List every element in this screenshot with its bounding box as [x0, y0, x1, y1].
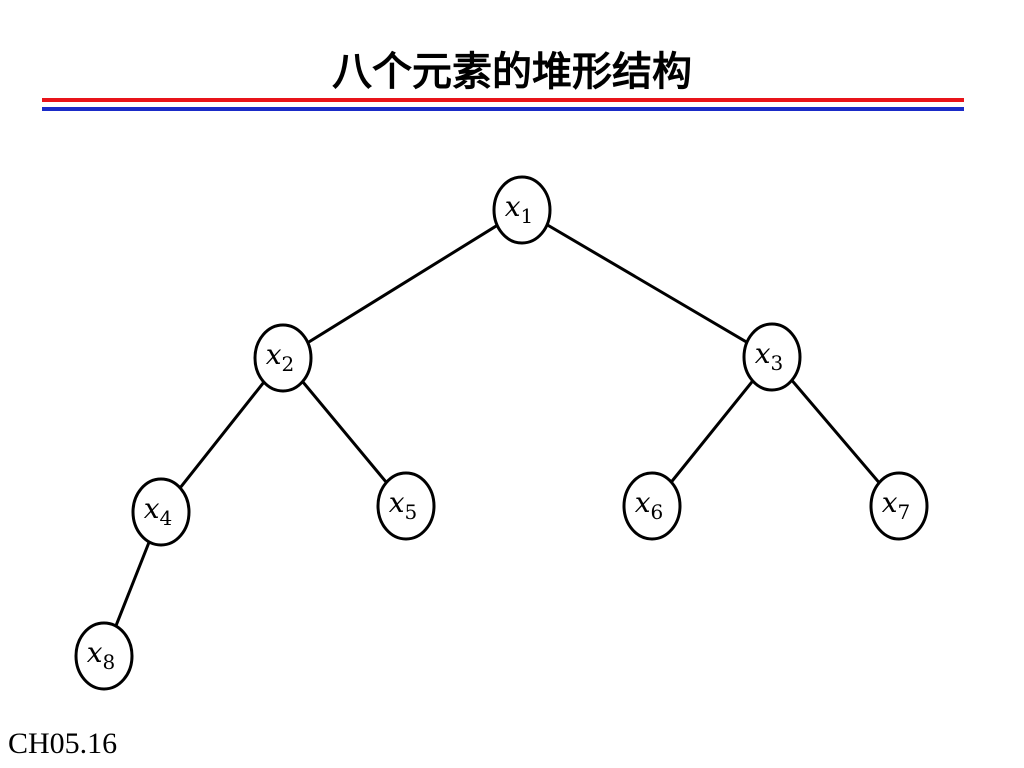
slide-title: 八个元素的堆形结构	[332, 48, 692, 95]
edge-x3-x7	[770, 355, 901, 508]
node-label: x8	[87, 636, 116, 674]
node-label-subscript: 7	[898, 500, 911, 524]
node-circle	[869, 471, 929, 541]
node-circle	[253, 323, 313, 393]
edge-x1-x2	[281, 208, 524, 360]
node-label-base: x	[755, 337, 771, 370]
node-label-base: x	[144, 492, 160, 525]
node-x6: x6	[622, 471, 682, 541]
node-label: x5	[389, 486, 418, 524]
slide-number: CH05.16	[8, 727, 118, 760]
node-label-base: x	[882, 486, 898, 519]
node-label-subscript: 4	[160, 506, 173, 530]
node-x4: x4	[131, 477, 191, 547]
node-label-subscript: 6	[651, 500, 664, 524]
node-label-base: x	[87, 636, 103, 669]
node-label-subscript: 3	[771, 351, 784, 375]
node-x8: x8	[74, 621, 134, 691]
title-divider-blue	[42, 107, 964, 111]
edge-x1-x3	[520, 208, 774, 359]
node-label-subscript: 2	[282, 352, 295, 376]
node-label-base: x	[266, 338, 282, 371]
node-circle	[742, 322, 802, 392]
node-label: x4	[144, 492, 173, 530]
node-label: x2	[266, 338, 295, 376]
node-x2: x2	[253, 323, 313, 393]
node-label-subscript: 5	[405, 500, 418, 524]
node-circle	[74, 621, 134, 691]
tree-edges	[102, 208, 901, 658]
node-label-base: x	[505, 190, 521, 223]
node-label: x6	[635, 486, 664, 524]
node-circle	[492, 175, 552, 245]
node-label: x1	[505, 190, 534, 228]
node-label-base: x	[635, 486, 651, 519]
edge-x2-x4	[159, 356, 285, 514]
node-label-subscript: 8	[103, 650, 116, 674]
title-divider-red	[42, 98, 964, 102]
node-label-subscript: 1	[521, 204, 534, 228]
node-x5: x5	[376, 471, 436, 541]
node-label: x3	[755, 337, 784, 375]
node-x3: x3	[742, 322, 802, 392]
node-circle	[131, 477, 191, 547]
node-circle	[622, 471, 682, 541]
node-x7: x7	[869, 471, 929, 541]
node-label-base: x	[389, 486, 405, 519]
node-x1: x1	[492, 175, 552, 245]
node-circle	[376, 471, 436, 541]
node-label: x7	[882, 486, 911, 524]
